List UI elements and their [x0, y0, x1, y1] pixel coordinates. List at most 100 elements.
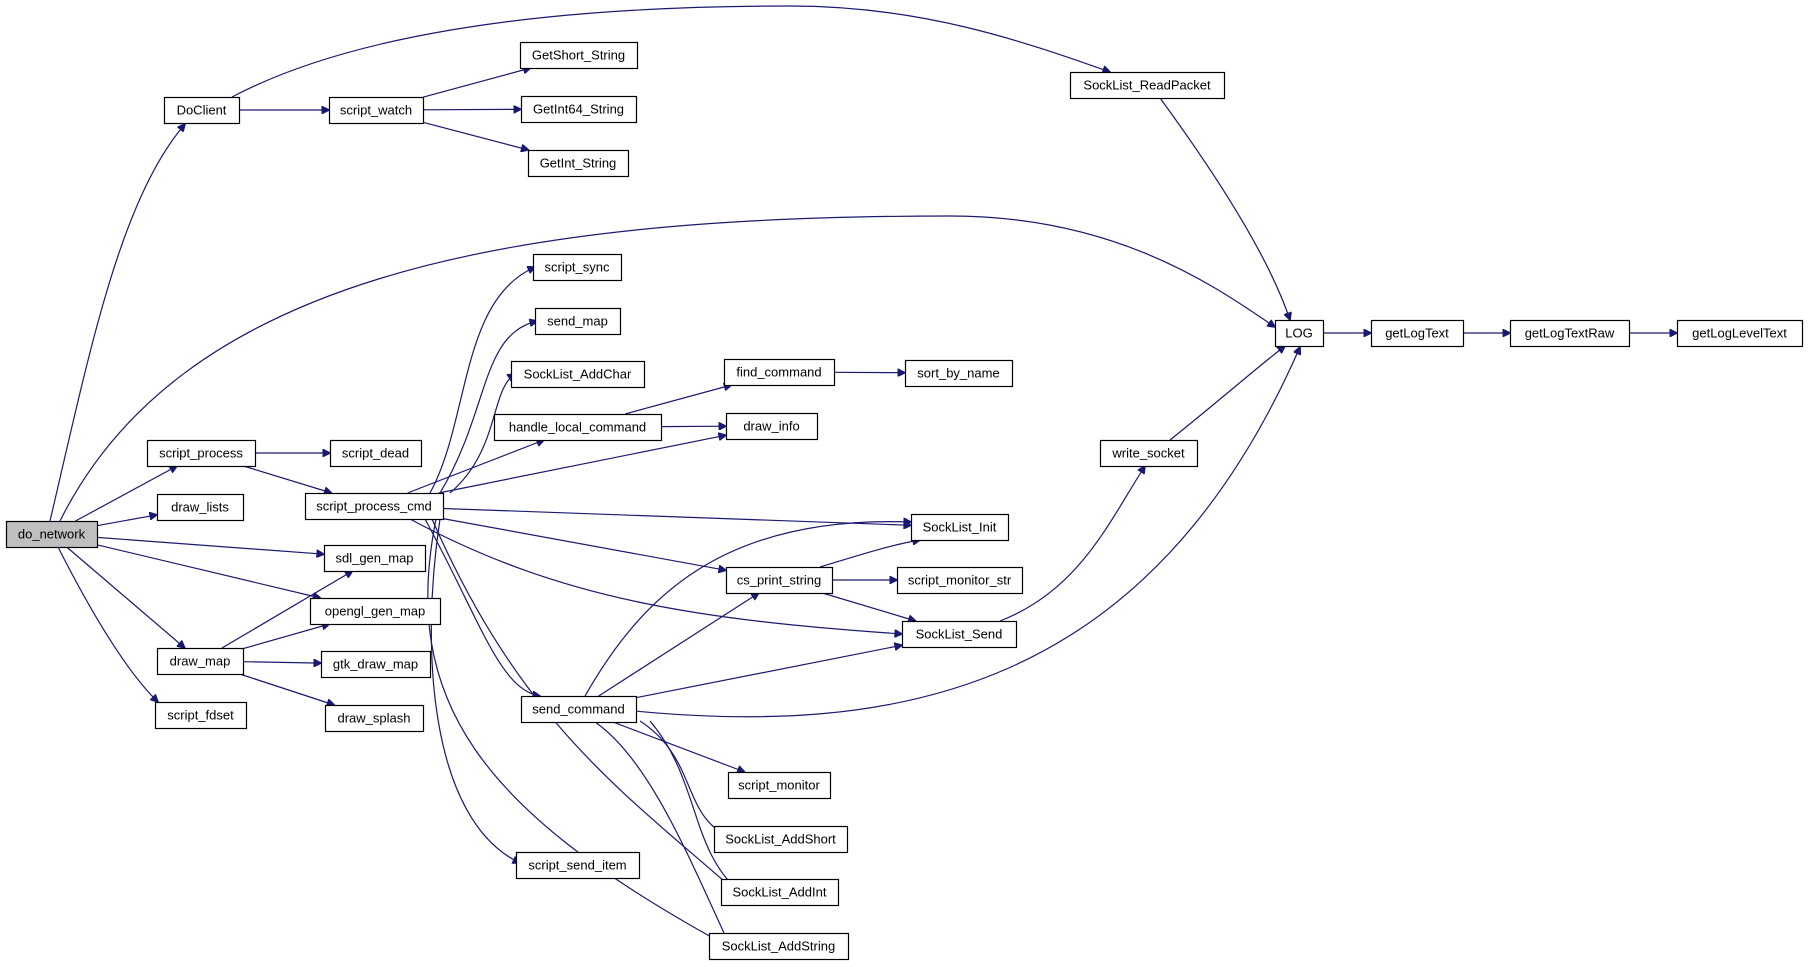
edge-do_network-to-DoClient [49, 124, 185, 522]
node-draw-map[interactable]: draw_map [156, 647, 245, 676]
node-log[interactable]: LOG [1274, 319, 1325, 348]
node-box[interactable] [510, 360, 646, 389]
node-send-map[interactable]: send_map [534, 307, 622, 336]
node-write-socket[interactable]: write_socket [1099, 439, 1199, 468]
edge-do_network-to-LOG [59, 215, 1275, 522]
node-box[interactable] [309, 597, 442, 626]
node-box[interactable] [304, 492, 445, 521]
node-box[interactable] [720, 878, 840, 907]
node-socklist-readpacket[interactable]: SockList_ReadPacket [1069, 71, 1226, 100]
node-box[interactable] [901, 620, 1018, 649]
node-draw-info[interactable]: draw_info [725, 412, 819, 441]
edge-send_command-to-LOG [614, 347, 1300, 718]
node-find-command[interactable]: find_command [723, 358, 836, 387]
node-box[interactable] [163, 96, 241, 125]
node-box[interactable] [527, 149, 630, 178]
node-script-send-item[interactable]: script_send_item [515, 851, 641, 880]
node-box[interactable] [910, 513, 1010, 542]
node-socklist-addint[interactable]: SockList_AddInt [720, 878, 840, 907]
node-box[interactable] [5, 520, 99, 549]
node-script-process[interactable]: script_process [146, 439, 257, 468]
node-box[interactable] [1099, 439, 1199, 468]
node-opengl-gen-map[interactable]: opengl_gen_map [309, 597, 442, 626]
node-box[interactable] [515, 851, 641, 880]
node-gtk-draw-map[interactable]: gtk_draw_map [320, 650, 432, 679]
node-box[interactable] [329, 439, 423, 468]
node-box[interactable] [323, 544, 427, 573]
node-cs-print-string[interactable]: cs_print_string [725, 566, 834, 595]
node-label: handle_local_command [509, 420, 646, 435]
node-box[interactable] [713, 825, 849, 854]
node-box[interactable] [708, 932, 850, 961]
edge-draw_map-to-opengl_gen_map [242, 624, 330, 650]
node-label: LOG [1285, 326, 1312, 341]
node-sort-by-name[interactable]: sort_by_name [904, 359, 1014, 388]
node-label: script_dead [342, 446, 409, 461]
node-script-process-cmd[interactable]: script_process_cmd [304, 492, 445, 521]
node-socklist-addshort[interactable]: SockList_AddShort [713, 825, 849, 854]
edge-do_network-to-script_fdset [57, 546, 158, 702]
node-script-monitor[interactable]: script_monitor [727, 771, 832, 800]
edge-draw_map-to-draw_splash [239, 673, 335, 705]
node-box[interactable] [532, 253, 623, 282]
node-box[interactable] [520, 95, 638, 124]
node-box[interactable] [324, 704, 425, 733]
node-box[interactable] [156, 493, 245, 522]
edge-script_watch-to-GetShort_String [422, 68, 531, 98]
edge-send_command-to-script_monitor [612, 721, 745, 772]
node-box[interactable] [725, 566, 834, 595]
edge-do_network-to-opengl_gen_map [96, 544, 320, 598]
node-socklist-send[interactable]: SockList_Send [901, 620, 1018, 649]
node-script-fdset[interactable]: script_fdset [154, 701, 248, 730]
node-label: sdl_gen_map [335, 551, 413, 566]
node-box[interactable] [154, 701, 248, 730]
node-box[interactable] [493, 413, 663, 442]
node-box[interactable] [520, 695, 638, 724]
node-box[interactable] [725, 412, 819, 441]
node-draw-lists[interactable]: draw_lists [156, 493, 245, 522]
node-box[interactable] [1370, 319, 1465, 348]
node-getint64-string[interactable]: GetInt64_String [520, 95, 638, 124]
node-box[interactable] [519, 41, 639, 70]
node-layer: do_network DoClient script_watch GetShort_S… [5, 41, 1804, 961]
node-getlogleveltext[interactable]: getLogLevelText [1676, 319, 1804, 348]
node-box[interactable] [146, 439, 257, 468]
edge-layer [49, 5, 1677, 946]
node-box[interactable] [723, 358, 836, 387]
node-socklist-init[interactable]: SockList_Init [910, 513, 1010, 542]
node-getint-string[interactable]: GetInt_String [527, 149, 630, 178]
node-label: getLogTextRaw [1525, 326, 1615, 341]
node-box[interactable] [904, 359, 1014, 388]
node-do-network[interactable]: do_network [5, 520, 99, 549]
node-box[interactable] [328, 96, 425, 125]
node-script-watch[interactable]: script_watch [328, 96, 425, 125]
node-getlogtextraw[interactable]: getLogTextRaw [1509, 319, 1631, 348]
node-getlogtext[interactable]: getLogText [1370, 319, 1465, 348]
edge-script_process_cmd-to-send_map [439, 321, 537, 494]
node-box[interactable] [1274, 319, 1325, 348]
node-box[interactable] [1676, 319, 1804, 348]
node-script-sync[interactable]: script_sync [532, 253, 623, 282]
node-script-monitor-str[interactable]: script_monitor_str [896, 566, 1024, 595]
node-send-command[interactable]: send_command [520, 695, 638, 724]
node-draw-splash[interactable]: draw_splash [324, 704, 425, 733]
node-label: send_command [532, 702, 625, 717]
node-box[interactable] [156, 647, 245, 676]
node-socklist-addstring[interactable]: SockList_AddString [708, 932, 850, 961]
node-box[interactable] [1069, 71, 1226, 100]
node-getshort-string[interactable]: GetShort_String [519, 41, 639, 70]
edge-cs_print_string-to-SockList_Init [819, 540, 920, 568]
node-box[interactable] [320, 650, 432, 679]
node-doclient[interactable]: DoClient [163, 96, 241, 125]
edge-draw_map-to-sdl_gen_map [221, 571, 353, 649]
node-socklist-addchar[interactable]: SockList_AddChar [510, 360, 646, 389]
node-script-dead[interactable]: script_dead [329, 439, 423, 468]
node-box[interactable] [727, 771, 832, 800]
node-box[interactable] [534, 307, 622, 336]
node-box[interactable] [896, 566, 1024, 595]
node-label: script_monitor_str [908, 573, 1012, 588]
node-handle-local-command[interactable]: handle_local_command [493, 413, 663, 442]
node-box[interactable] [1509, 319, 1631, 348]
node-sdl-gen-map[interactable]: sdl_gen_map [323, 544, 427, 573]
